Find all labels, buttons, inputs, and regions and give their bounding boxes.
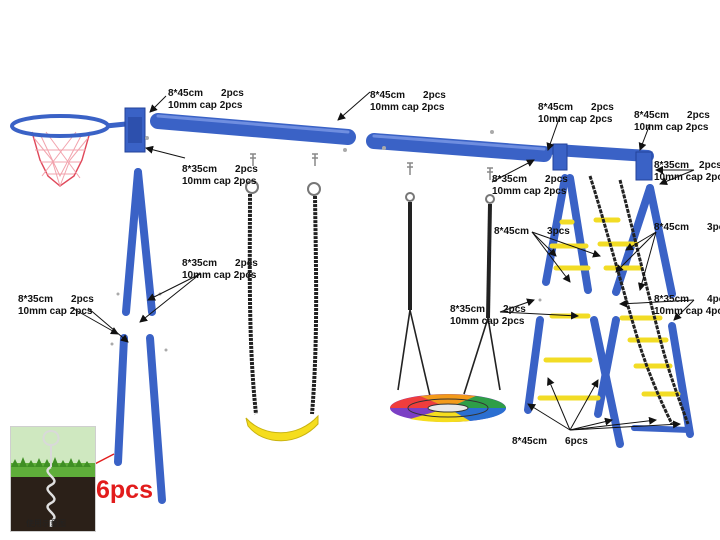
- hoop-a-frame: [114, 168, 166, 504]
- top-beam-pipes: [150, 113, 654, 181]
- inset-caption: 使用示意图: [26, 519, 66, 528]
- ground-anchor-inset: [10, 426, 96, 532]
- hook-hardware: [250, 153, 493, 180]
- pointer-lines: [71, 91, 695, 431]
- ladder-frames: [524, 174, 694, 448]
- bolt-markers: [110, 130, 542, 352]
- rope-ladder-icon: [588, 175, 690, 425]
- label-right-low: 8*35cm4pcs 10mm cap 4pcs: [654, 294, 720, 317]
- anchor-count: 6pcs: [96, 476, 153, 504]
- nest-swing-icon: [390, 192, 507, 423]
- swing-seat-icon: [245, 180, 321, 442]
- ground-anchor-icon: [11, 427, 95, 531]
- basketball-hoop-icon: [10, 107, 146, 187]
